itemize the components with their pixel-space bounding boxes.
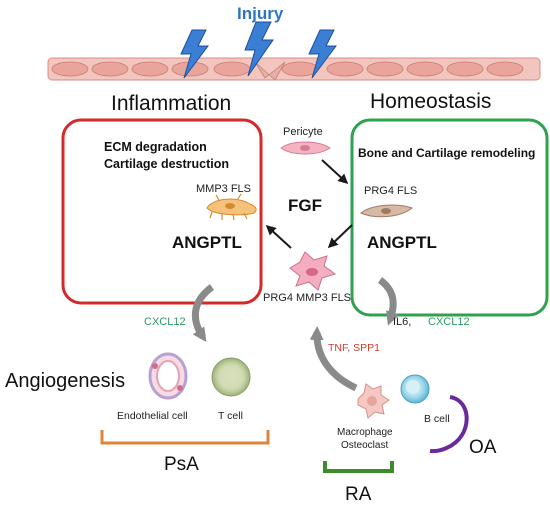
- t-cell-label: T cell: [218, 410, 243, 422]
- arrow-pericyte-to-prg4: [321, 159, 349, 185]
- mmp3-fls-label: MMP3 FLS: [196, 183, 252, 195]
- macrophage-label: Macrophage: [337, 427, 393, 438]
- cxcl12-left-label: CXCL12: [144, 316, 186, 328]
- homeostasis-panel: [350, 118, 549, 317]
- prg4-mmp3-fls-icon: [289, 251, 337, 291]
- oa-bracket: [429, 395, 469, 454]
- arrow-center-to-mmp3: [265, 224, 292, 249]
- pericyte-icon: [280, 141, 331, 155]
- angiogenesis-label: Angiogenesis: [5, 370, 126, 392]
- homeostasis-heading: Homeostasis: [370, 90, 492, 113]
- prg4-fls-label: PRG4 FLS: [364, 185, 418, 197]
- left-angptl-label: ANGPTL: [172, 233, 242, 252]
- lightning-icon: [308, 29, 337, 79]
- right-angptl-label: ANGPTL: [367, 233, 437, 252]
- prg4-mmp3-fls-label: PRG4 MMP3 FLS: [263, 292, 352, 304]
- inflammation-heading: Inflammation: [111, 92, 232, 115]
- endothelial-cell-icon: [148, 352, 188, 400]
- bone-cartilage-remodeling-label: Bone and Cartilage remodeling: [358, 146, 536, 160]
- ra-bracket: [323, 461, 394, 473]
- mmp3-fls-icon: [206, 193, 257, 221]
- endothelial-cell-label: Endothelial cell: [117, 410, 188, 422]
- arrow-prg4-to-center: [327, 224, 353, 249]
- il6-label: IL6,: [393, 316, 412, 328]
- lightning-icon: [180, 29, 209, 79]
- t-cell-icon: [211, 357, 251, 397]
- arrow-to-right-output: [377, 277, 400, 326]
- prg4-fls-icon: [360, 204, 413, 218]
- lightning-icon: [244, 21, 274, 77]
- pericyte-label: Pericyte: [283, 126, 323, 138]
- ecm-degradation-label: ECM degradation: [104, 140, 207, 154]
- oa-label: OA: [469, 437, 497, 458]
- tissue-layer: [47, 57, 541, 81]
- psa-label: PsA: [164, 454, 199, 475]
- osteoclast-label: Osteoclast: [341, 440, 389, 451]
- psa-bracket: [100, 430, 270, 445]
- ra-label: RA: [345, 484, 372, 505]
- tnf-spp1-label: TNF, SPP1: [328, 342, 380, 354]
- cartilage-destruction-label: Cartilage destruction: [104, 157, 230, 171]
- fgf-label: FGF: [288, 196, 322, 215]
- arrow-to-left-output: [191, 284, 215, 342]
- cxcl12-right-label: CXCL12: [428, 316, 470, 328]
- b-cell-icon: [400, 374, 430, 404]
- macrophage-icon: [357, 383, 390, 419]
- b-cell-label: B cell: [424, 413, 450, 425]
- inflammation-panel: [61, 118, 263, 305]
- arrow-feedback: [309, 326, 358, 392]
- injury-title: Injury: [237, 4, 284, 23]
